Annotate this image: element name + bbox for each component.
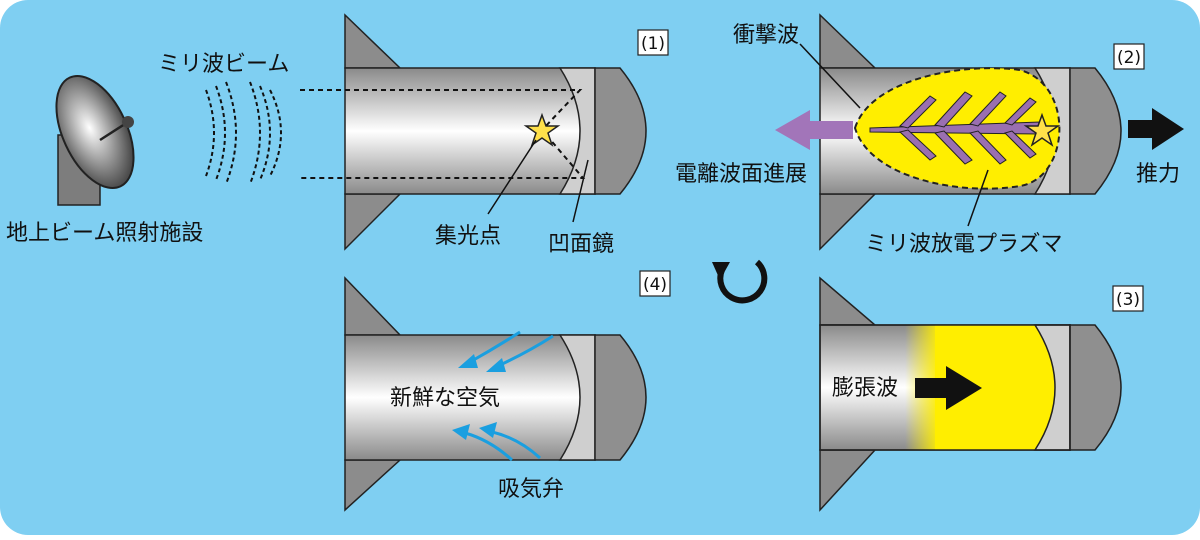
fresh-air-label: 新鮮な空気	[390, 386, 500, 411]
thrust-arrow	[1128, 108, 1184, 150]
thrust-label: 推力	[1136, 162, 1180, 187]
rocket-2	[799, 13, 1122, 251]
step-4-label: (4)	[643, 275, 667, 295]
ground-facility-label: 地上ビーム照射施設	[6, 221, 203, 246]
step-2-box	[1113, 43, 1145, 70]
concave-mirror-shape	[558, 67, 596, 195]
plasma-filament	[869, 91, 1041, 165]
step-3-label: (3)	[1116, 290, 1140, 310]
expansion-wave-label: 膨張波	[832, 376, 898, 401]
millimeter-beam-label: ミリ波ビーム	[158, 52, 289, 77]
step-1-box	[637, 29, 669, 56]
step-3-box	[1112, 285, 1144, 312]
star-icon	[523, 112, 561, 147]
expansion-arrow	[915, 366, 982, 410]
ionization-front-label: 電離波面進展	[675, 162, 807, 187]
concave-mirror-label: 凹面鏡	[548, 232, 614, 257]
ground-facility	[55, 74, 135, 206]
step-4-box	[639, 270, 671, 297]
antenna-feed-icon	[122, 116, 134, 128]
cycle-arrow-icon	[712, 259, 768, 304]
beam-wave-arcs	[205, 81, 282, 185]
rocket-3	[819, 276, 1122, 512]
rocket-4	[344, 276, 647, 512]
star-icon	[1023, 112, 1061, 147]
expansion-region	[935, 325, 1055, 450]
ionization-front-arrow	[775, 110, 853, 150]
focal-point-label: 集光点	[435, 224, 501, 249]
plasma-label: ミリ波放電プラズマ	[865, 232, 1063, 257]
step-2-label: (2)	[1117, 48, 1141, 68]
nose-cone	[594, 67, 647, 195]
step-1-label: (1)	[641, 34, 665, 54]
shock-wave-label: 衝撃波	[733, 23, 799, 48]
rocket-1	[300, 13, 647, 251]
intake-valve-label: 吸気弁	[498, 477, 564, 502]
